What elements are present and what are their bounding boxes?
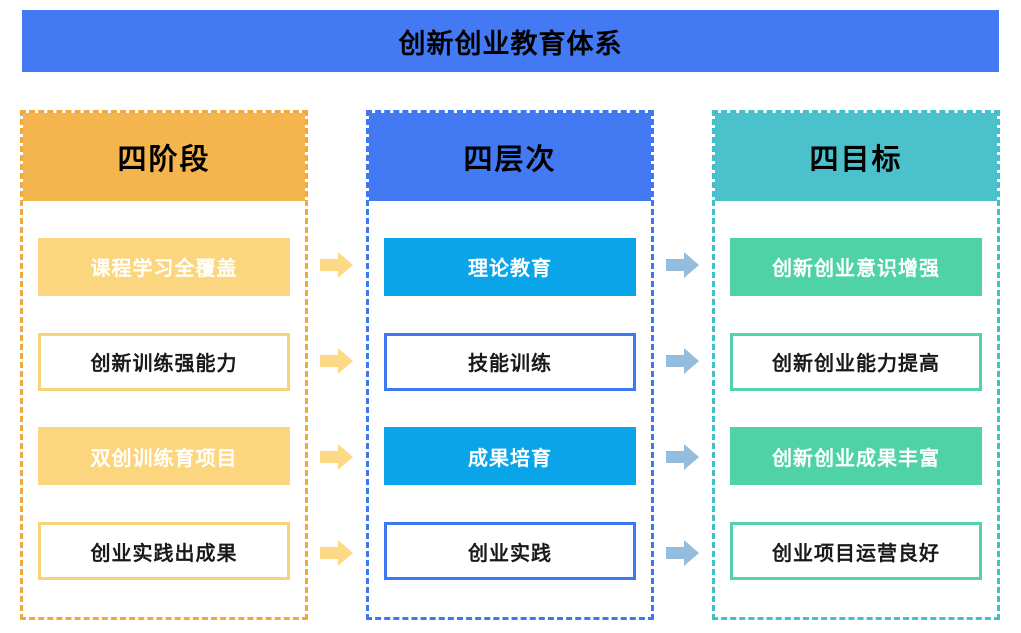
arrow-gap-1	[308, 110, 366, 620]
goal-item-4: 创业项目运营良好	[730, 522, 982, 581]
column-stages-header: 四阶段	[23, 113, 305, 201]
level-item-2-label: 技能训练	[468, 353, 552, 376]
right-arrow-icon	[320, 348, 353, 374]
level-item-1: 理论教育	[384, 237, 636, 296]
stage-item-2: 创新训练强能力	[38, 332, 290, 391]
goal-item-2-label: 创新创业能力提高	[772, 353, 940, 376]
level-item-1-label: 理论教育	[468, 258, 552, 281]
right-arrow-icon	[320, 444, 353, 470]
goal-item-2: 创新创业能力提高	[730, 332, 982, 391]
level-item-4-label: 创业实践	[468, 542, 552, 565]
level-item-4: 创业实践	[384, 522, 636, 581]
right-arrow-icon	[320, 252, 353, 278]
goal-item-3-label: 创新创业成果丰富	[772, 447, 940, 470]
stage-item-4-label: 创业实践出成果	[90, 542, 238, 565]
column-goals-body: 创新创业意识增强 创新创业能力提高 创新创业成果丰富 创业项目运营良好	[715, 201, 997, 617]
goal-item-1-label: 创新创业意识增强	[772, 258, 940, 281]
column-stages: 四阶段 课程学习全覆盖 创新训练强能力 双创训练育项目 创业实践出成果	[20, 110, 308, 620]
stage-item-3-label: 双创训练育项目	[90, 447, 238, 470]
goal-item-3: 创新创业成果丰富	[730, 427, 982, 486]
right-arrow-icon	[666, 348, 699, 374]
column-goals-header: 四目标	[715, 113, 997, 201]
goal-item-4-label: 创业项目运营良好	[772, 542, 940, 565]
goal-item-1: 创新创业意识增强	[730, 237, 982, 296]
stage-item-1: 课程学习全覆盖	[38, 237, 290, 296]
level-item-3: 成果培育	[384, 427, 636, 486]
right-arrow-icon	[666, 444, 699, 470]
column-levels-header: 四层次	[369, 113, 651, 201]
title-banner: 创新创业教育体系	[22, 10, 999, 72]
arrow-gap-1-spacer	[308, 110, 366, 198]
column-stages-body: 课程学习全覆盖 创新训练强能力 双创训练育项目 创业实践出成果	[23, 201, 305, 617]
stage-item-3: 双创训练育项目	[38, 427, 290, 486]
stage-item-2-label: 创新训练强能力	[90, 353, 238, 376]
column-levels-body: 理论教育 技能训练 成果培育 创业实践	[369, 201, 651, 617]
page-title: 创新创业教育体系	[398, 28, 623, 59]
arrow-gap-2	[654, 110, 712, 620]
column-goals: 四目标 创新创业意识增强 创新创业能力提高 创新创业成果丰富 创业项目运营良好	[712, 110, 1000, 620]
right-arrow-icon	[666, 540, 699, 566]
level-item-2: 技能训练	[384, 332, 636, 391]
right-arrow-icon	[666, 252, 699, 278]
arrow-gap-2-spacer	[654, 110, 712, 198]
level-item-3-label: 成果培育	[468, 447, 552, 470]
stage-item-4: 创业实践出成果	[38, 522, 290, 581]
diagram-body: 四阶段 课程学习全覆盖 创新训练强能力 双创训练育项目 创业实践出成果	[20, 110, 1000, 620]
right-arrow-icon	[320, 540, 353, 566]
stage-item-1-label: 课程学习全覆盖	[90, 258, 238, 281]
column-levels: 四层次 理论教育 技能训练 成果培育 创业实践	[366, 110, 654, 620]
